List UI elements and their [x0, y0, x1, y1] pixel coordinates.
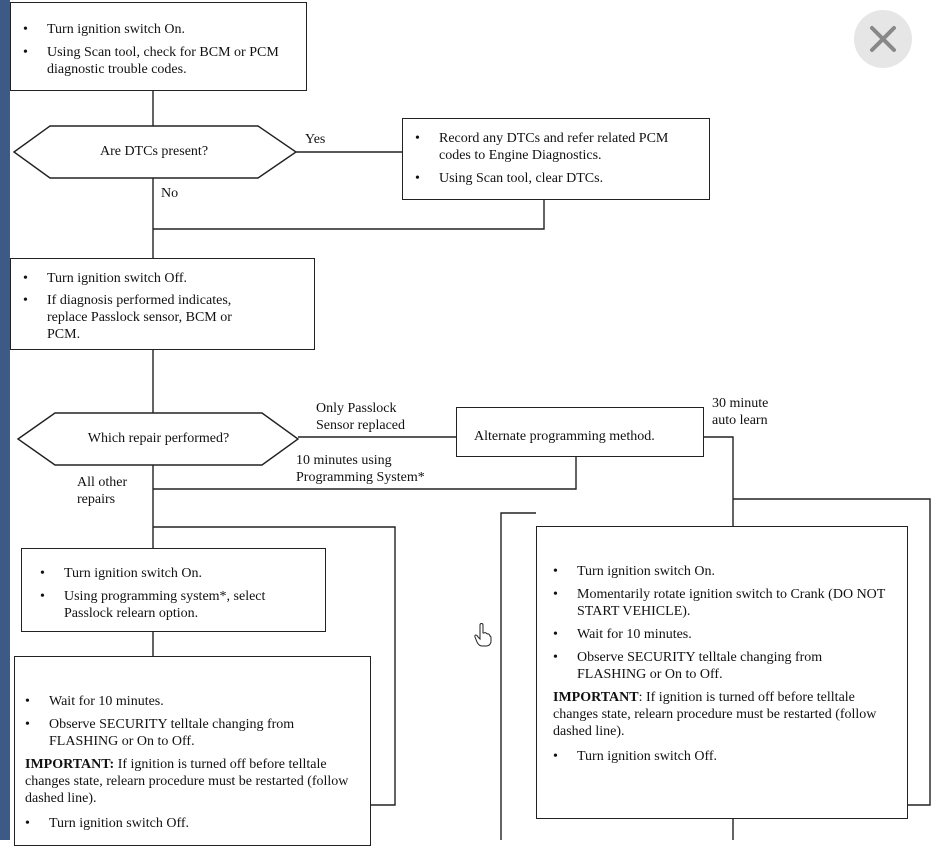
bullet-item: Momentarily rotate ignition switch to Cr…: [547, 586, 887, 620]
no-label: No: [161, 186, 179, 201]
step-wait-relearn-left: Wait for 10 minutes. Observe SECURITY te…: [14, 656, 371, 846]
decision-shape-repair: [16, 412, 300, 466]
decision-dtcs-question: Are DTCs present?: [99, 144, 209, 159]
step-ignition-off-replace: Turn ignition switch Off. If diagnosis p…: [10, 258, 315, 350]
bullet-item: Using programming system*, select Passlo…: [34, 588, 313, 622]
close-button[interactable]: [854, 10, 912, 68]
bullet-item: Using Scan tool, clear DTCs.: [409, 170, 699, 187]
bullet-item: Turn ignition switch Off.: [19, 815, 356, 832]
branch-sensor-label: Only Passlock Sensor replaced: [316, 401, 406, 433]
decision-repair-question: Which repair performed?: [87, 431, 230, 446]
bullet-item: Record any DTCs and refer related PCM co…: [409, 130, 699, 164]
close-icon: [870, 26, 896, 52]
hand-pointer-icon: [474, 623, 492, 647]
step-auto-learn-right: Turn ignition switch On. Momentarily rot…: [536, 526, 908, 819]
important-text: If ignition is turned off before telltal…: [25, 757, 349, 806]
decision-shape-dtcs: [12, 125, 298, 179]
step-programming-system: Turn ignition switch On. Using programmi…: [21, 548, 326, 632]
yes-label: Yes: [305, 132, 326, 147]
bullet-item: Turn ignition switch On.: [547, 563, 887, 580]
bullet-item: Using Scan tool, check for BCM or PCM di…: [17, 44, 298, 78]
important-note: IMPORTANT: If ignition is turned off bef…: [547, 689, 887, 740]
branch-auto-learn-label: 30 minute auto learn: [712, 396, 769, 428]
important-label: IMPORTANT: [553, 690, 639, 705]
step-record-dtcs: Record any DTCs and refer related PCM co…: [402, 118, 710, 200]
important-text: : If ignition is turned off before tellt…: [553, 690, 877, 739]
important-label: IMPORTANT:: [25, 757, 115, 772]
bullet-item: Turn ignition switch On.: [17, 21, 298, 38]
branch-other-label: All other repairs: [77, 475, 128, 507]
bullet-item: Observe SECURITY telltale changing from …: [19, 716, 356, 750]
branch-programming-label: 10 minutes using Programming System*: [296, 453, 425, 485]
bullet-item: Turn ignition switch Off.: [17, 270, 304, 287]
step-ignition-on-scan: Turn ignition switch On. Using Scan tool…: [10, 2, 307, 91]
bullet-item: Wait for 10 minutes.: [547, 626, 887, 643]
bullet-item: If diagnosis performed indicates, replac…: [17, 292, 304, 343]
bullet-item: Turn ignition switch Off.: [547, 748, 887, 765]
window-edge: [0, 0, 10, 840]
bullet-item: Turn ignition switch On.: [34, 565, 313, 582]
bullet-item: Wait for 10 minutes.: [19, 693, 356, 710]
alternate-label: Alternate programming method.: [474, 429, 655, 444]
important-note: IMPORTANT: If ignition is turned off bef…: [19, 756, 356, 807]
step-alternate-programming: Alternate programming method.: [456, 407, 704, 457]
bullet-item: Observe SECURITY telltale changing from …: [547, 649, 887, 683]
